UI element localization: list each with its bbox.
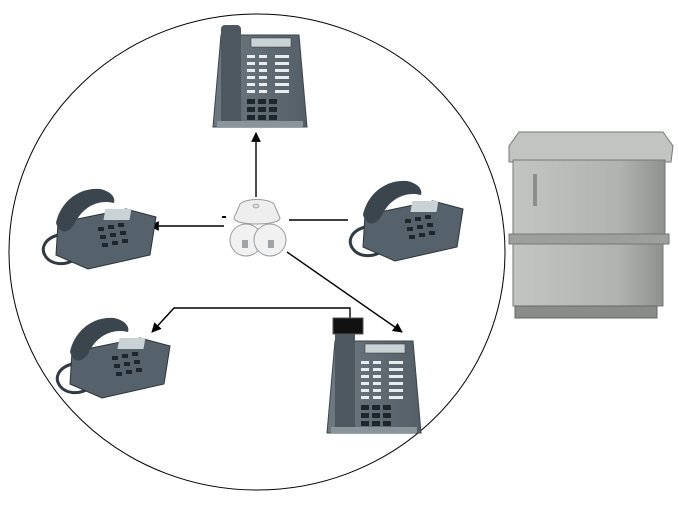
phone-keypad	[405, 215, 435, 239]
phone-display	[410, 201, 439, 212]
phone-cord	[55, 362, 87, 395]
phone-cord	[41, 233, 73, 266]
desk-phone-handset	[335, 331, 355, 433]
desk-phone-top[interactable]	[212, 25, 308, 128]
desk-phone-bottom-strip	[217, 121, 303, 127]
cabinet-top-cover	[508, 131, 674, 163]
desk-phone-keys	[361, 361, 403, 399]
connector-bottom-right-to-bottom-left-phone	[151, 307, 351, 333]
phone-display	[103, 209, 132, 220]
hub-left-port	[242, 240, 248, 248]
desk-phone-handset	[221, 25, 241, 127]
phone-keypad	[112, 352, 142, 376]
cabinet-base	[514, 305, 658, 319]
phone-adapter-box	[332, 317, 364, 335]
phone-handset	[70, 317, 129, 361]
cabinet-lower-unit	[512, 243, 664, 307]
phone-display	[117, 338, 146, 349]
hub-top	[233, 199, 281, 225]
handset-phone-left[interactable]	[41, 188, 157, 270]
handset-phone-bottom-left[interactable]	[55, 317, 171, 399]
cabinet-upper-unit	[512, 159, 666, 235]
cabinet-upper-handle	[533, 174, 537, 206]
server-cabinet[interactable]	[508, 131, 674, 319]
phone-cord	[348, 225, 380, 258]
desk-phone-bottom-right[interactable]	[326, 331, 422, 434]
phone-keypad	[98, 223, 128, 247]
desk-phone-keys	[247, 55, 289, 93]
desk-phone-dialpad	[247, 99, 277, 120]
desk-phone-dialpad	[361, 405, 391, 426]
phone-handset	[363, 180, 422, 224]
connector-hub-to-bottom-right-phone	[286, 251, 403, 333]
desk-phone-display	[250, 37, 292, 48]
network-boundary-circle	[8, 13, 506, 491]
connection-lines	[149, 132, 403, 333]
desk-phone-bottom-strip	[331, 427, 417, 433]
phone-handset	[56, 188, 115, 232]
cabinet-separator	[508, 233, 670, 245]
hub-led	[252, 203, 260, 209]
hub-small-tab	[222, 216, 226, 218]
central-hub[interactable]	[222, 199, 287, 257]
hub-right-port	[268, 240, 274, 248]
handset-phone-right[interactable]	[348, 180, 464, 262]
desk-phone-display	[364, 343, 406, 354]
